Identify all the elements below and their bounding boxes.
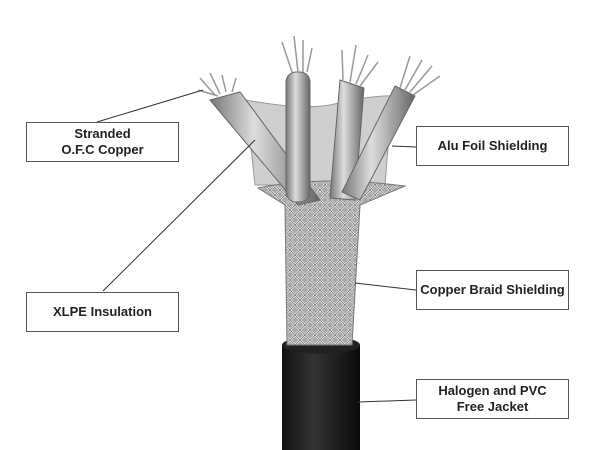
leader-lines <box>96 89 417 403</box>
jacket <box>282 345 360 450</box>
label-text: Free Jacket <box>456 399 529 414</box>
label-text: O.F.C Copper <box>61 142 144 157</box>
copper-braid <box>256 180 407 346</box>
label-alu-foil: Alu Foil Shielding <box>416 126 569 166</box>
label-text: Stranded <box>74 126 131 141</box>
label-text: Halogen and PVC <box>438 383 547 398</box>
label-text: Copper Braid Shielding <box>420 282 565 297</box>
label-jacket: Halogen and PVC Free Jacket <box>416 379 569 419</box>
label-xlpe-insulation: XLPE Insulation <box>26 292 179 332</box>
label-text: Alu Foil Shielding <box>437 138 548 153</box>
label-text: XLPE Insulation <box>53 304 152 319</box>
label-stranded-copper: Stranded O.F.C Copper <box>26 122 179 162</box>
copper-strands <box>197 35 441 97</box>
label-copper-braid: Copper Braid Shielding <box>416 270 569 310</box>
